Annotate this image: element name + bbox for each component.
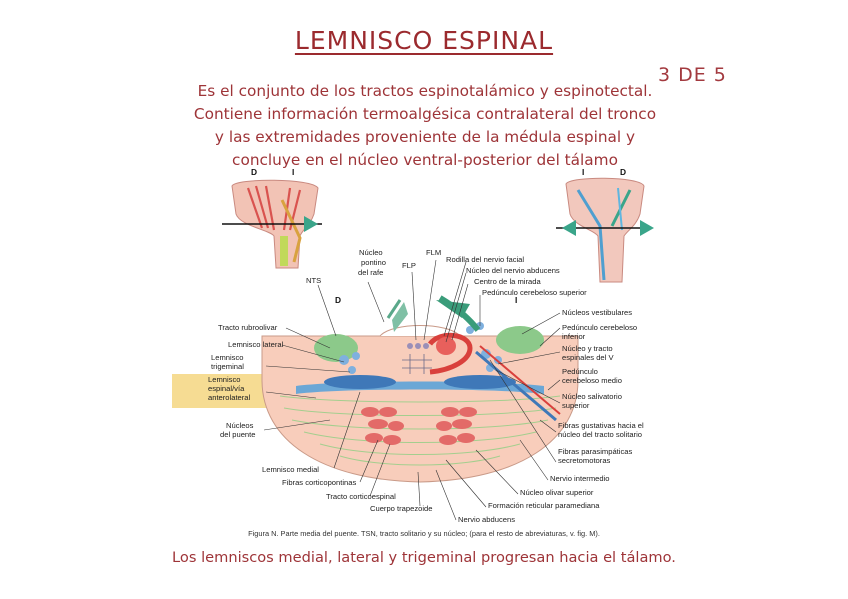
label-nucleo-pontino: pontino (361, 258, 386, 267)
label-fibras-gustativas: Fibras gustativas hacia el (558, 421, 644, 430)
label-ped-superior: Pedúnculo cerebeloso superior (482, 288, 587, 297)
page-counter: 3 DE 5 (658, 64, 727, 86)
corticospinal-clusters (361, 407, 477, 445)
footer-text: Los lemniscos medial, lateral y trigemin… (172, 549, 676, 566)
label-ped-medio: cerebeloso medio (562, 376, 622, 385)
label-nervio-abducens: Nervio abducens (458, 515, 515, 524)
label-nucleos-puente: Núcleos (226, 421, 254, 430)
label-nucleo-tracto-v: espinales del V (562, 353, 614, 362)
label-cuerpo-trapezoide: Cuerpo trapezoide (370, 504, 432, 513)
arrow-icon (392, 302, 408, 332)
label-rodilla-facial: Rodilla del nervio facial (446, 255, 524, 264)
figure-caption: Figura N. Parte media del puente. TSN, t… (248, 529, 600, 538)
description-line: concluye en el núcleo ventral-posterior … (232, 151, 618, 169)
label-ped-inferior: inferior (562, 332, 586, 341)
label-nucleos-vestibulares: Núcleos vestibulares (562, 308, 632, 317)
label-tracto-corticoespinal: Tracto corticoespinal (326, 492, 396, 501)
brainstem-thumbnail-right: I D (556, 167, 654, 283)
description: Es el conjunto de los tractos espinotalá… (160, 80, 690, 172)
label-nervio-intermedio: Nervio intermedio (550, 474, 610, 483)
label-nucleo-salivatorio: Núcleo salivatorio (562, 392, 622, 401)
tract-blue (576, 189, 606, 281)
label-lemnisco-trigeminal: trigeminal (211, 362, 244, 371)
side-label-d: D (251, 167, 257, 177)
label-flm: FLM (426, 248, 441, 257)
tract-green (280, 236, 288, 266)
leader-lines (263, 259, 561, 521)
facial-genu (427, 332, 473, 375)
arrow-icon (386, 299, 402, 319)
label-lemnisco-lateral: Lemnisco lateral (228, 340, 284, 349)
pons-cross-section (261, 295, 579, 483)
label-nucleo-abducens: Núcleo del nervio abducens (466, 266, 560, 275)
label-nucleo-salivatorio: superior (562, 401, 590, 410)
label-lemnisco-espinal: Lemnisco (208, 375, 241, 384)
description-line: Contiene información termoalgésica contr… (193, 105, 657, 123)
description-line: Es el conjunto de los tractos espinotalá… (197, 82, 653, 100)
side-label-d: D (620, 167, 626, 177)
label-ped-inferior: Pedúnculo cerebeloso (562, 323, 637, 332)
label-fibras-gustativas: núcleo del tracto solitario (558, 430, 642, 439)
label-nts: NTS (306, 276, 321, 285)
brainstem-shape (565, 177, 645, 283)
description-line: y las extremidades proveniente de la méd… (214, 128, 636, 146)
label-lemnisco-espinal: espinal/vía (208, 384, 245, 393)
label-d: D (335, 295, 341, 305)
label-flp: FLP (402, 261, 416, 270)
tract-lines (246, 185, 302, 231)
brainstem-thumbnail-left: D I (222, 167, 322, 269)
nervio-intermedio-line (479, 345, 561, 415)
lemniscus-band-left (324, 375, 396, 389)
spinal-v-tract (475, 350, 557, 422)
label-i: I (515, 295, 517, 305)
label-lemnisco-espinal: anterolateral (208, 393, 251, 402)
label-nucleo-pontino: del rafe (358, 268, 383, 277)
label-nucleo-olivar: Núcleo olivar superior (520, 488, 594, 497)
page-title: LEMNISCO ESPINAL (294, 26, 554, 55)
arrow-icon (304, 216, 318, 232)
vestibular-nucleus (496, 326, 544, 354)
lemniscus-band-right (444, 375, 516, 389)
tract-yellow (280, 199, 302, 263)
arrow-icon (640, 220, 654, 236)
label-fibras-parasimpaticas: secretomotoras (558, 456, 611, 465)
label-formacion-reticular: Formación reticular paramediana (488, 501, 600, 510)
side-label-i: I (292, 167, 294, 177)
label-lemnisco-medial: Lemnisco medial (262, 465, 319, 474)
tract-green (610, 189, 632, 227)
abducens-nucleus (436, 337, 456, 355)
label-lemnisco-trigeminal: Lemnisco (211, 353, 244, 362)
flp-lattice (402, 354, 432, 374)
side-label-i: I (582, 167, 584, 177)
label-fibras-corticopontinas: Fibras corticopontinas (282, 478, 356, 487)
tract-light-blue (617, 187, 623, 231)
rubroolivar-nucleus (314, 334, 358, 362)
label-ped-medio: Pedúnculo (562, 367, 598, 376)
flm-dots (407, 343, 429, 349)
label-nucleos-puente: del puente (220, 430, 255, 439)
nucleus-dots (339, 322, 502, 374)
label-tracto-rubroolivar: Tracto rubroolivar (218, 323, 278, 332)
arrow-icon (562, 220, 576, 236)
label-nucleo-pontino: Núcleo (359, 248, 383, 257)
label-fibras-parasimpaticas: Fibras parasimpáticas (558, 447, 632, 456)
label-centro-mirada: Centro de la mirada (474, 277, 541, 286)
label-nucleo-tracto-v: Núcleo y tracto (562, 344, 613, 353)
arrow-icon (438, 295, 481, 332)
fourth-ventricle (379, 325, 461, 337)
